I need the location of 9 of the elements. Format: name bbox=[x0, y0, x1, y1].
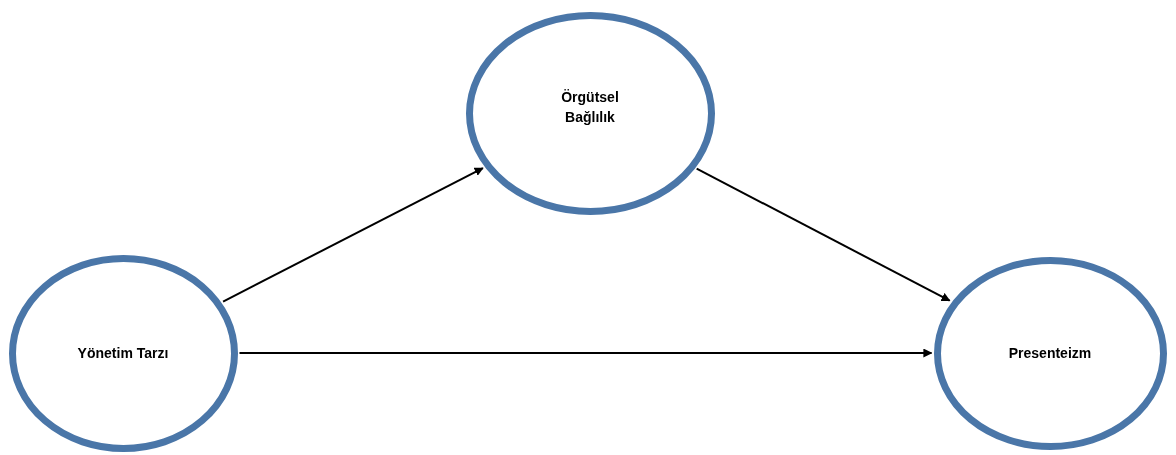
arrow bbox=[238, 348, 933, 358]
node-label: Yönetim Tarzı bbox=[77, 343, 169, 363]
node-label: Örgütsel Bağlılık bbox=[560, 87, 620, 127]
ellipse-node bbox=[465, 11, 715, 215]
ellipse-node bbox=[8, 254, 238, 452]
ellipse-node bbox=[933, 256, 1167, 450]
arrow bbox=[695, 167, 951, 302]
arrow bbox=[222, 167, 484, 303]
node-label: Presenteizm bbox=[1008, 343, 1092, 363]
